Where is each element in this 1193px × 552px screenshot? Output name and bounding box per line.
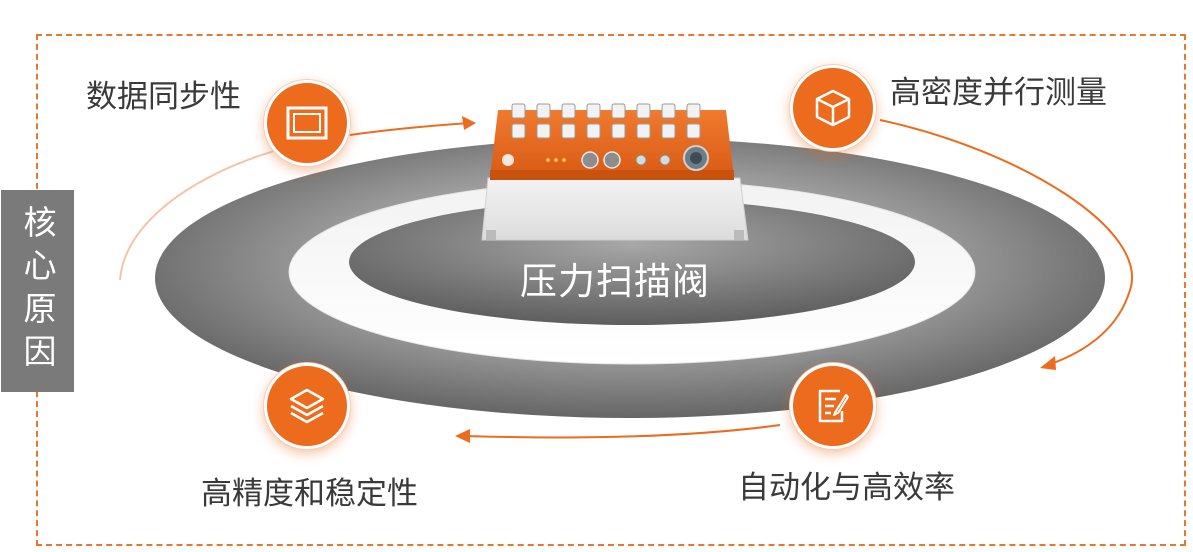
arrow-head-bottom [455,429,470,443]
orbit-arc-right [879,119,1133,366]
orbit-arrow-top [349,122,471,136]
automation-efficiency-icon-badge [790,363,876,449]
center-title: 压力扫描阀 [520,260,710,303]
arrow-head-top [462,116,476,130]
precision-stability-icon-badge [264,363,350,449]
pressure-scanner-device [481,103,749,241]
feature-label-data-sync: 数据同步性 [86,79,241,115]
feature-label-automation-efficiency: 自动化与高效率 [738,470,955,506]
side-label-text: 核心原因 [18,205,57,377]
arrow-head-right [1040,356,1056,370]
feature-label-precision-stability: 高精度和稳定性 [201,476,418,512]
document-edit-icon [818,389,849,423]
orbit-arc-bottom [464,424,781,439]
feature-label-parallel-measure: 高密度并行测量 [890,75,1107,111]
parallel-measure-icon-badge [790,65,876,151]
data-sync-icon-badge [264,80,350,166]
side-label-box: 核心原因 [1,190,74,392]
layers-icon [289,388,325,424]
display-frame-icon [286,106,328,140]
cube-icon [815,89,851,127]
